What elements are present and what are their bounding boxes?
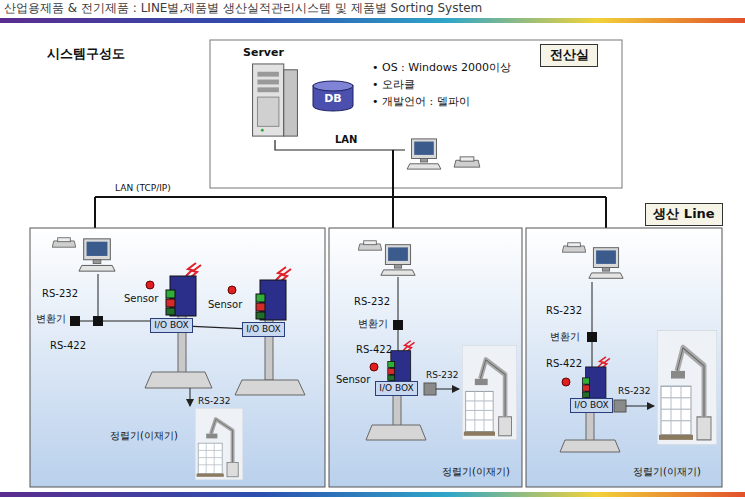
node-text: I/O BOX <box>154 320 188 330</box>
machine-label: 정렬기(이재기) <box>110 430 178 442</box>
io-box: I/O BOX <box>375 381 418 396</box>
signal-label: RS-232 <box>618 386 650 396</box>
machine-label: 정렬기(이재기) <box>633 466 701 478</box>
io-box: I/O BOX <box>570 398 613 413</box>
sensor-label: Sensor <box>208 299 242 311</box>
database-cylinder: DB <box>312 80 354 112</box>
signal-label: RS-232 <box>42 288 78 300</box>
signal-wire <box>193 326 242 328</box>
network-label: LAN (TCP/IP) <box>115 183 171 193</box>
spec-item: • 개발언어 : 델파이 <box>372 96 470 109</box>
node-text: 생산 Line <box>653 207 714 222</box>
section-heading: 시스템구성도 <box>47 47 125 62</box>
room-tag: 전산실 <box>540 44 598 67</box>
spec-item: • 오라클 <box>372 79 415 92</box>
network-label: LAN <box>335 134 357 146</box>
sensor-label: Sensor <box>124 293 158 305</box>
signal-label: RS-422 <box>356 344 392 356</box>
node-text: I/O BOX <box>574 400 608 410</box>
sensor-label: Sensor <box>336 374 370 386</box>
server-label: Server <box>243 47 284 60</box>
node-text: I/O BOX <box>379 383 413 393</box>
cylinder-top <box>313 81 353 91</box>
signal-label: RS-232 <box>546 305 582 317</box>
signal-label: RS-422 <box>50 340 86 352</box>
signal-label: RS-422 <box>546 358 582 370</box>
node-text: DB <box>324 93 342 106</box>
io-box: I/O BOX <box>242 322 285 337</box>
signal-label: RS-232 <box>198 396 230 406</box>
node-text: 전산실 <box>550 48 589 63</box>
converter-label: 변환기 <box>550 331 580 343</box>
converter-label: 변환기 <box>358 318 388 330</box>
line-tag: 생산 Line <box>645 203 723 226</box>
page-title: 산업용제품 & 전기제품 : LINE별,제품별 생산실적관리시스템 및 제품별… <box>4 2 482 16</box>
machine-label: 정렬기(이재기) <box>442 466 510 478</box>
signal-label: RS-232 <box>426 370 458 380</box>
io-box: I/O BOX <box>150 318 193 333</box>
signal-label: RS-232 <box>354 296 390 308</box>
converter-label: 변환기 <box>36 313 66 325</box>
spec-item: • OS : Windows 2000이상 <box>372 62 511 75</box>
node-text: I/O BOX <box>246 324 280 334</box>
